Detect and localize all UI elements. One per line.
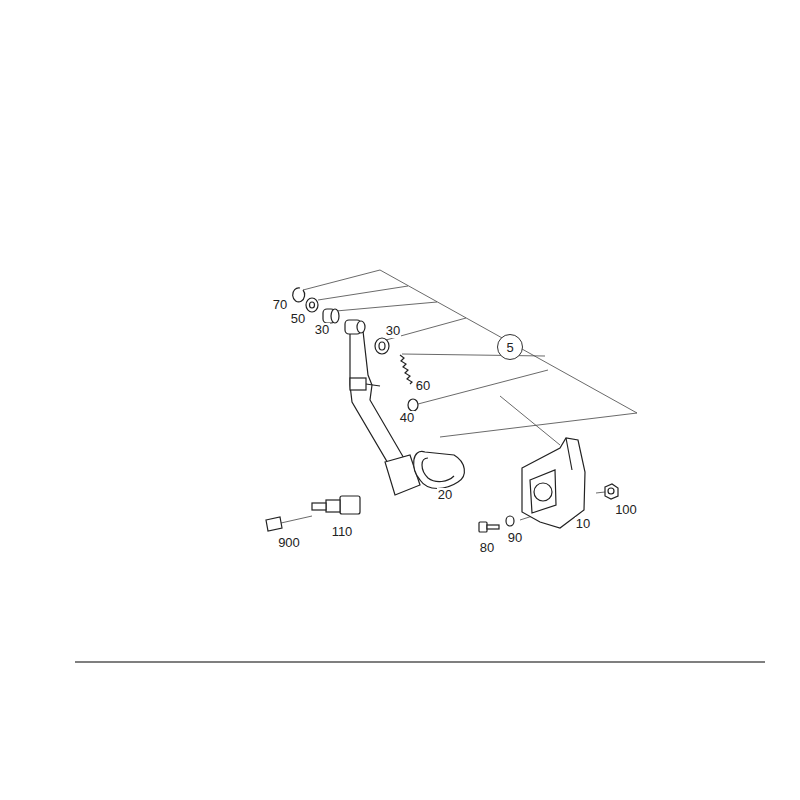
callout-number: 80 xyxy=(479,541,495,555)
callout-number: 40 xyxy=(399,411,415,425)
callout-number: 50 xyxy=(290,312,306,326)
callout-number: 90 xyxy=(507,531,523,545)
callout-number: 70 xyxy=(272,298,288,312)
page-rule xyxy=(75,661,765,663)
pedal-parts xyxy=(266,288,618,532)
callout-number: 10 xyxy=(575,517,591,531)
callout-number: 900 xyxy=(277,536,301,550)
callout-number: 20 xyxy=(437,488,453,502)
group-circle: 5 xyxy=(497,334,523,360)
callout-number: 30 xyxy=(385,324,401,338)
callout-number: 60 xyxy=(415,379,431,393)
callout-number: 100 xyxy=(614,503,638,517)
callout-number: 110 xyxy=(331,525,354,539)
callout-number: 30 xyxy=(314,323,330,337)
callout-number: 5 xyxy=(506,340,513,355)
